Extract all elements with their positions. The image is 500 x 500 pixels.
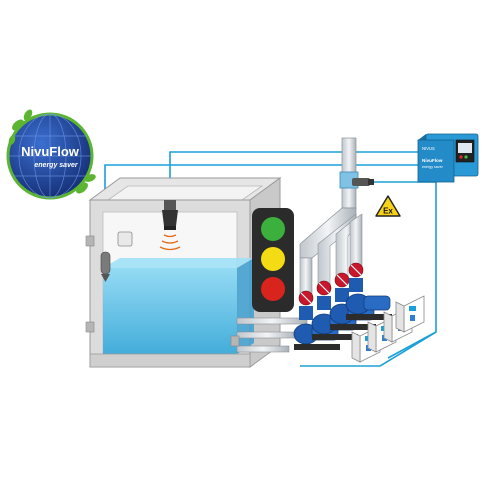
valve-1 (298, 290, 314, 306)
traffic-light (252, 208, 294, 312)
water-surface (103, 258, 254, 268)
pipe-sensor-body (352, 178, 370, 186)
wall-fitting-left-top (85, 235, 95, 247)
float-sensor-housing (117, 231, 133, 247)
valve-3 (334, 272, 350, 288)
traffic-light-green (261, 217, 285, 241)
float-sensor-tip (101, 274, 110, 282)
leaf-icon (12, 119, 24, 131)
discharge-pipework (299, 137, 374, 303)
controller-display-screen (458, 143, 472, 153)
ultrasonic-sensor-head (162, 210, 178, 226)
controller-label-bottom: energy saver (422, 165, 444, 169)
wall-fitting-left-bottom (85, 321, 95, 333)
controller-unit: NIVUS NivuFlow energy saver (417, 133, 479, 183)
ex-hazard-sign: Ex (375, 195, 401, 217)
traffic-light-red (261, 277, 285, 301)
valves (298, 262, 364, 306)
logo-title: NivuFlow (21, 144, 80, 159)
ultrasonic-sensor (159, 200, 181, 251)
controller-front-panel (417, 139, 455, 183)
frequency-drives (351, 295, 425, 363)
ultrasonic-sensor-top (164, 200, 176, 210)
tank-inner-back (106, 185, 264, 201)
logo-subtitle: energy saver (34, 162, 78, 169)
float-sensor-body (100, 251, 111, 275)
water-body (103, 268, 237, 354)
outlet-pipe-1 (236, 317, 308, 325)
ultrasonic-sensor-face (164, 226, 176, 230)
nivuflow-energy-saver-logo: NivuFlow energy saver (6, 109, 96, 200)
ex-sign-label: Ex (383, 207, 393, 216)
cable-pump-bus-2 (387, 331, 437, 359)
valve-4 (348, 262, 364, 278)
outlet-pipe-3 (236, 345, 290, 353)
outlet-pipe-2 (236, 331, 298, 339)
logo-leaf-icons (8, 109, 96, 194)
wall-fitting-right (230, 335, 240, 347)
controller-led-green (464, 155, 468, 159)
leaf-icon (84, 174, 96, 182)
traffic-light-yellow (261, 247, 285, 271)
pump-4 (345, 278, 392, 320)
ultrasonic-waves (159, 234, 181, 251)
logo-globe-grid (8, 113, 92, 199)
controller-label-mid: NivuFlow (422, 158, 443, 163)
pipe-sensor-tip (368, 179, 374, 185)
ex-sign-triangle (375, 195, 401, 217)
controller-led-red (459, 155, 463, 159)
leaf-icon (23, 109, 33, 121)
tank-base (89, 353, 251, 368)
float-level-sensor (100, 231, 133, 282)
leaf-icon (76, 182, 88, 194)
valve-2 (316, 280, 332, 296)
water-side (237, 258, 254, 354)
leaf-icon (8, 135, 16, 145)
controller-label-top: NIVUS (422, 146, 435, 151)
cable-pump-bus (300, 175, 437, 367)
pumps (293, 278, 392, 350)
drive-4 (395, 295, 425, 333)
